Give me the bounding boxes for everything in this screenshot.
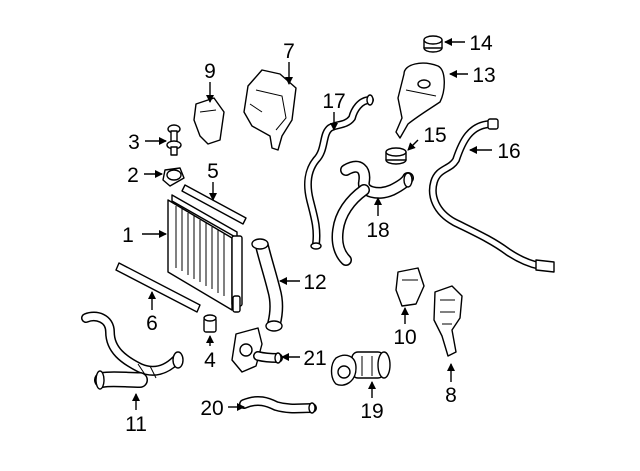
callout-20: 20 bbox=[200, 397, 223, 420]
callout-7: 7 bbox=[283, 40, 295, 63]
overflow-hose-part[interactable] bbox=[428, 118, 555, 273]
callout-14: 14 bbox=[469, 32, 493, 55]
callout-8: 8 bbox=[445, 384, 457, 407]
upper-seal-part[interactable] bbox=[181, 184, 247, 225]
thermostat-housing-part[interactable] bbox=[231, 327, 283, 373]
bracket-part[interactable] bbox=[433, 285, 463, 357]
callout-9: 9 bbox=[204, 60, 216, 83]
callout-18: 18 bbox=[366, 219, 389, 242]
callout-16: 16 bbox=[497, 140, 520, 163]
callout-1: 1 bbox=[122, 224, 134, 247]
callout-12: 12 bbox=[303, 271, 326, 294]
return-hose-part[interactable] bbox=[331, 160, 414, 266]
upper-radiator-hose-part[interactable] bbox=[251, 238, 284, 332]
bypass-hose-part[interactable] bbox=[239, 395, 317, 414]
callout-13: 13 bbox=[472, 64, 495, 87]
radiator-mount-part[interactable] bbox=[162, 167, 185, 187]
bleed-screw-part[interactable] bbox=[166, 124, 182, 156]
air-duct-part[interactable] bbox=[243, 69, 297, 151]
deflector-part[interactable] bbox=[193, 97, 225, 145]
auxiliary-water-pump-part[interactable] bbox=[330, 351, 391, 386]
lower-seal-part[interactable] bbox=[115, 262, 201, 313]
callout-2: 2 bbox=[127, 164, 139, 187]
callout-15: 15 bbox=[423, 124, 446, 147]
callout-6: 6 bbox=[146, 312, 158, 335]
bushing-part[interactable] bbox=[203, 314, 217, 333]
callout-4: 4 bbox=[204, 349, 216, 372]
callout-17: 17 bbox=[322, 90, 345, 113]
lower-radiator-hose-part[interactable] bbox=[81, 311, 184, 390]
callout-5: 5 bbox=[207, 160, 219, 183]
callout-10: 10 bbox=[393, 326, 416, 349]
callout-11: 11 bbox=[125, 413, 147, 436]
callout-3: 3 bbox=[128, 131, 140, 154]
heater-hose-part[interactable] bbox=[304, 94, 374, 250]
expansion-tank-part[interactable] bbox=[395, 62, 445, 139]
leader-arrows bbox=[132, 38, 492, 411]
radiator-part[interactable] bbox=[167, 194, 243, 313]
tank-cap-part[interactable] bbox=[423, 35, 443, 53]
support-part[interactable] bbox=[395, 267, 425, 307]
level-sensor-part[interactable] bbox=[385, 147, 407, 165]
callout-21: 21 bbox=[303, 347, 326, 370]
callout-labels: 1 2 3 4 5 6 7 8 9 10 11 12 13 14 15 16 1… bbox=[122, 32, 521, 436]
callout-19: 19 bbox=[360, 400, 383, 423]
